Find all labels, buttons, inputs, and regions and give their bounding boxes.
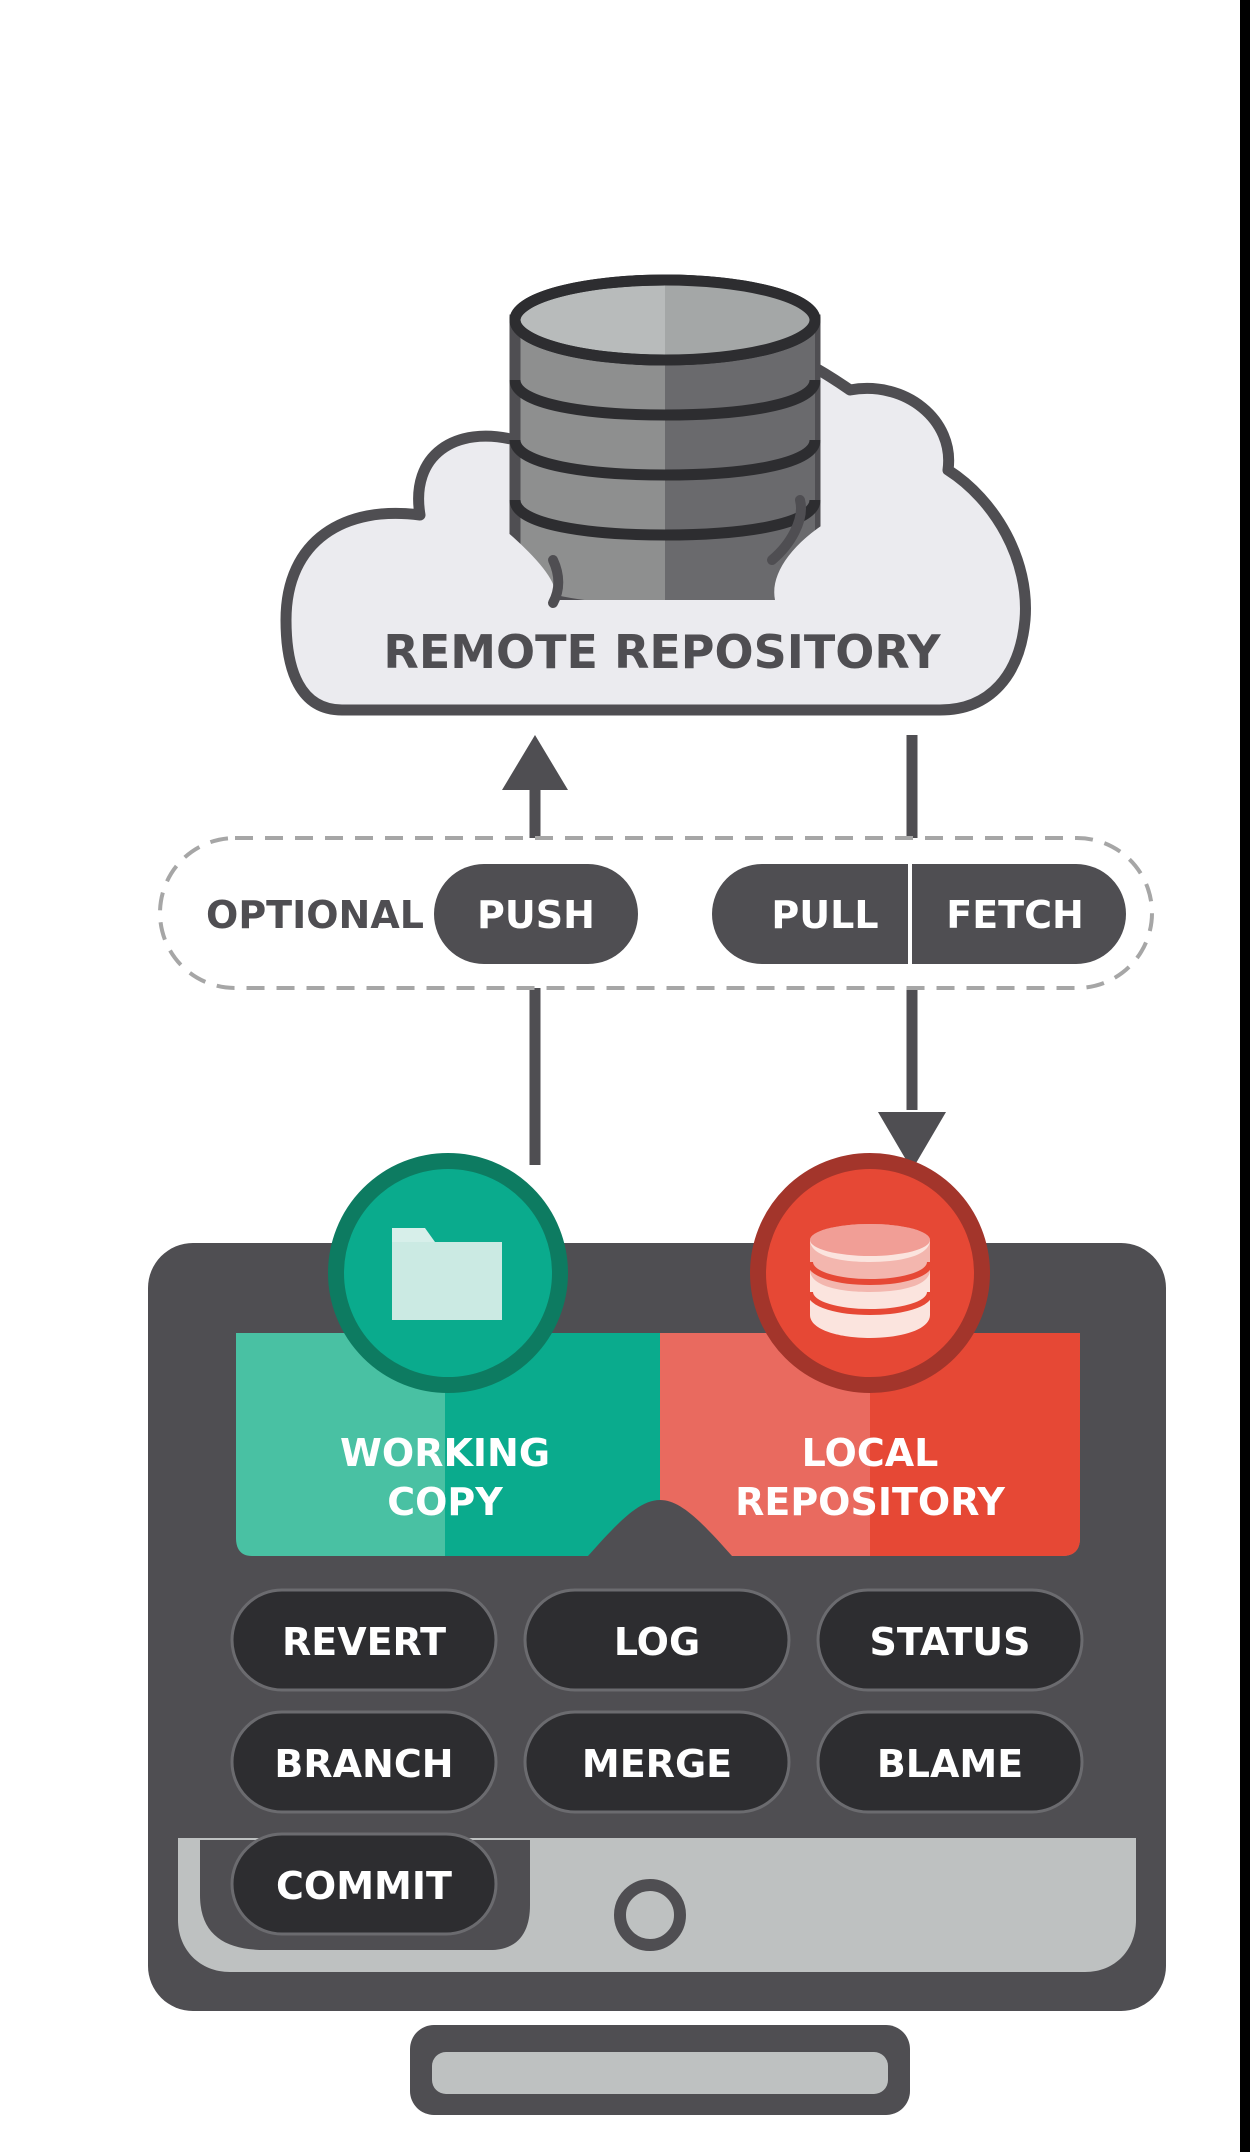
remote-repository: REMOTE REPOSITORY [280, 274, 1031, 716]
commit-label: COMMIT [276, 1864, 452, 1908]
merge-label: MERGE [582, 1742, 732, 1786]
fetch-button[interactable]: FETCH [946, 893, 1084, 937]
database-icon [505, 274, 830, 620]
optional-transfer-group: OPTIONAL PUSH PULL FETCH [158, 836, 1154, 990]
push-label: PUSH [477, 893, 595, 937]
fetch-label: FETCH [946, 893, 1084, 937]
revert-button[interactable]: REVERT [230, 1588, 498, 1692]
commit-button[interactable]: COMMIT [230, 1832, 498, 1936]
folder-icon [328, 1153, 568, 1393]
branch-button[interactable]: BRANCH [230, 1710, 498, 1814]
revert-label: REVERT [282, 1620, 446, 1664]
remote-repository-label: REMOTE REPOSITORY [383, 625, 941, 679]
power-button[interactable] [614, 1879, 686, 1951]
log-label: LOG [614, 1620, 700, 1664]
database-icon [750, 1153, 990, 1393]
working-copy-panel [236, 1333, 660, 1556]
command-buttons: REVERT LOG STATUS BRANCH MERGE BLAME [230, 1588, 1084, 1936]
computer-monitor: WORKING COPY LOCAL REPOSITORY REVERT LOG… [148, 1153, 1166, 2115]
merge-button[interactable]: MERGE [523, 1710, 791, 1814]
local-repository-label-line1: LOCAL [802, 1431, 939, 1475]
working-copy-label-line1: WORKING [340, 1431, 550, 1475]
pull-button[interactable]: PULL [771, 893, 878, 937]
status-button[interactable]: STATUS [816, 1588, 1084, 1692]
blame-button[interactable]: BLAME [816, 1710, 1084, 1814]
branch-label: BRANCH [274, 1742, 453, 1786]
pull-fetch-button-group: PULL FETCH [712, 864, 1126, 964]
local-repository-panel [660, 1333, 1080, 1556]
working-copy-label-line2: COPY [387, 1480, 503, 1524]
local-repository-label-line2: REPOSITORY [735, 1480, 1005, 1524]
status-label: STATUS [870, 1620, 1031, 1664]
optional-label: OPTIONAL [206, 893, 424, 937]
log-button[interactable]: LOG [523, 1588, 791, 1692]
push-button[interactable]: PUSH [434, 864, 638, 964]
blame-label: BLAME [877, 1742, 1023, 1786]
pull-label: PULL [771, 893, 878, 937]
